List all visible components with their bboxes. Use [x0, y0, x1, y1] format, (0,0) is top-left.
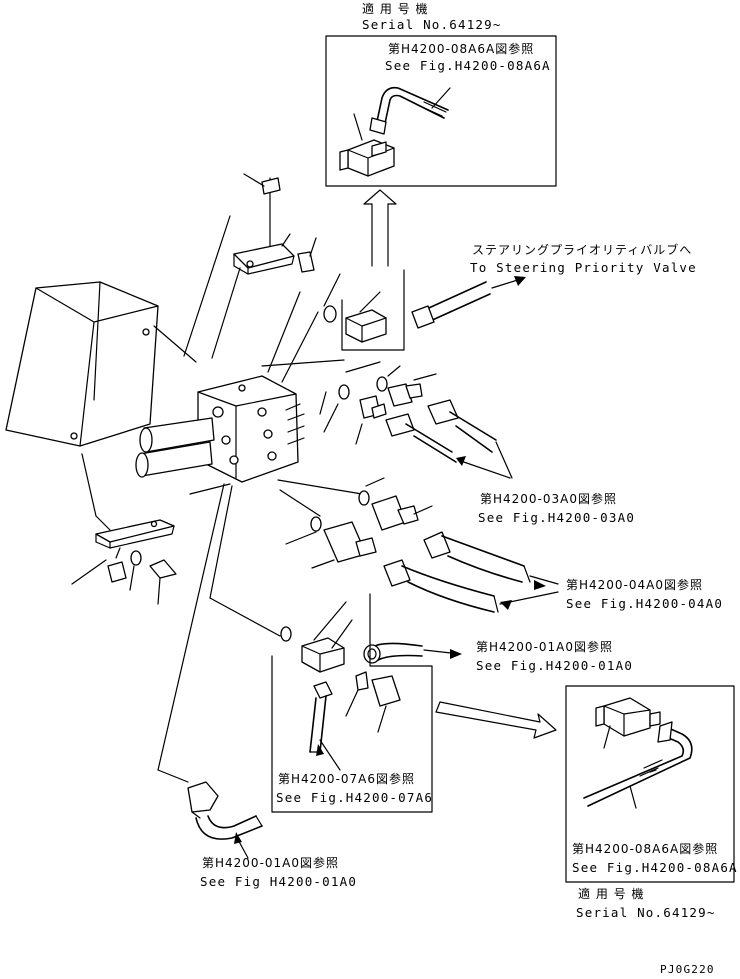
top-pipe	[369, 86, 451, 135]
inset-07a6	[271, 593, 433, 813]
bottom-inset-frame	[565, 685, 735, 883]
upper-elbow-inset	[323, 269, 405, 351]
top-serial-label-en: Serial No.64129~	[362, 17, 502, 32]
top-inset-ref-en: See Fig.H4200-08A6A	[385, 58, 551, 73]
valve-block	[5, 173, 317, 605]
hoses-04a0	[285, 477, 559, 613]
ref-07a6-jp: 第H4200-07A6図参照	[278, 771, 415, 786]
steering-label-en: To Steering Priority Valve	[470, 260, 697, 275]
steering-hose	[419, 281, 491, 323]
ref-03a0-jp: 第H4200-03A0図参照	[480, 491, 617, 506]
right-arrow	[435, 701, 557, 739]
top-tee-fitting	[339, 113, 395, 177]
top-inset-frame	[325, 35, 557, 187]
hose-01a0-bottom	[157, 769, 263, 859]
ref-07a6-en: See Fig.H4200-07A6	[276, 790, 433, 805]
ref-01a0-mid-jp: 第H4200-01A0図参照	[476, 639, 613, 654]
bottom-serial-inset	[565, 685, 735, 883]
bottom-inset-ref-en: See Fig.H4200-08A6A	[572, 860, 738, 875]
cover-box	[5, 281, 159, 447]
ref-01a0-bot-jp: 第H4200-01A0図参照	[202, 855, 339, 870]
steering-label-jp: ステアリングプライオリティバルブへ	[472, 242, 692, 257]
hose-01a0-mid	[363, 642, 462, 664]
upper-bracket	[233, 173, 317, 275]
steering-valve-note: ステアリングプライオリティバルブへ To Steering Priority V…	[411, 242, 697, 329]
top-serial-label-jp: 適 用 号 機	[362, 1, 428, 16]
ref-04a0-jp: 第H4200-04A0図参照	[566, 577, 703, 592]
ref-01a0-bot-en: See Fig H4200-01A0	[200, 874, 357, 889]
up-arrow	[363, 189, 397, 267]
solenoid-cylinders	[135, 417, 215, 478]
ref-03a0-en: See Fig.H4200-03A0	[478, 510, 635, 525]
bottom-inset-ref-jp: 第H4200-08A6A図参照	[572, 841, 718, 856]
steering-hose-nut	[411, 305, 435, 329]
ref-01a0-mid-en: See Fig.H4200-01A0	[476, 658, 633, 673]
fittings-03a0	[319, 361, 513, 479]
top-serial-inset: 適 用 号 機 Serial No.64129~ 第H4200-08A6A図参照…	[325, 1, 557, 187]
drawing-code: PJ0G220	[660, 963, 715, 976]
bottom-serial-label-en: Serial No.64129~	[576, 905, 716, 920]
bottom-serial-label-jp: 適 用 号 機	[578, 886, 644, 901]
lower-bracket	[71, 453, 177, 605]
ref-04a0-en: See Fig.H4200-04A0	[566, 596, 723, 611]
assembly-leader-lines	[153, 215, 363, 771]
top-inset-ref-jp: 第H4200-08A6A図参照	[388, 41, 534, 56]
